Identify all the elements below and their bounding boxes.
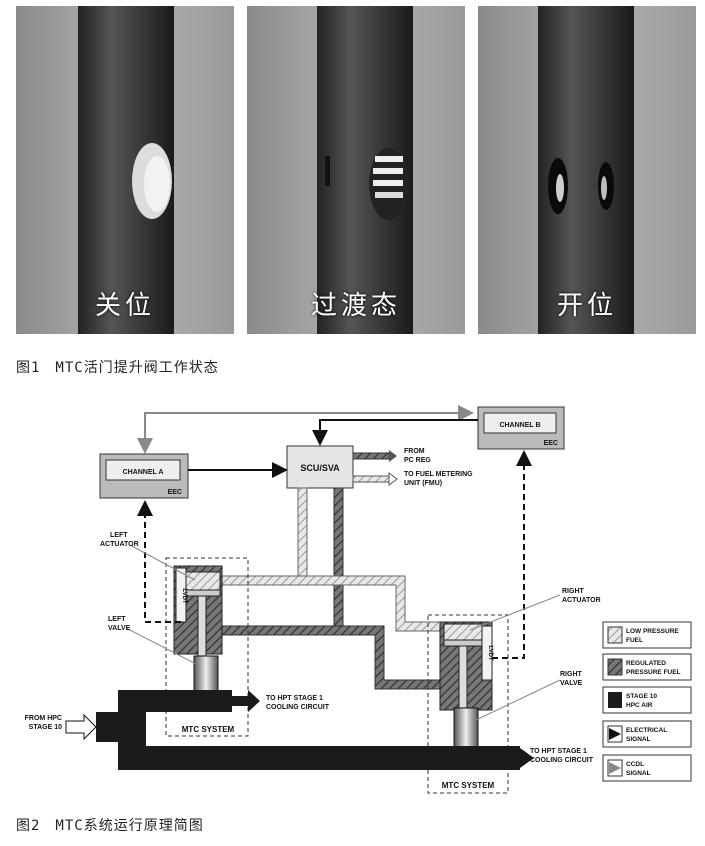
svg-text:SIGNAL: SIGNAL [626,770,651,777]
eec-a-label: EEC [168,489,182,496]
open-valve-image [478,6,696,334]
lvdt-left: LVDT [181,588,187,604]
lvdt-right: LVDT [487,645,493,661]
photo-open: 开位 [478,6,696,334]
photo-label-open: 开位 [556,291,617,321]
left-actuator-1: LEFT [110,532,128,539]
right-actuator-2: ACTUATOR [562,597,601,604]
svg-text:FUEL: FUEL [626,637,643,644]
from-hpc-1: FROM HPC [25,715,62,722]
figure-2-caption: 图2 MTC系统运行原理简图 [16,818,204,834]
svg-text:LOW PRESSURE: LOW PRESSURE [626,628,679,635]
to-hpt-right-2: COOLING CIRCUIT [530,757,594,764]
to-hpt-left-1: TO HPT STAGE 1 [266,695,323,702]
left-valve-2: VALVE [108,625,131,632]
to-hpt-right-1: TO HPT STAGE 1 [530,748,587,755]
eec-b-label: EEC [544,440,558,447]
photo-closed: 关位 [16,6,234,334]
to-fmu-2: UNIT (FMU) [404,480,442,487]
photo-label-transition: 过渡态 [310,291,401,321]
svg-text:HPC AIR: HPC AIR [626,702,653,709]
channel-b-eec: CHANNEL B EEC [477,406,565,450]
from-hpc-2: STAGE 10 [29,724,62,731]
svg-text:REGULATED: REGULATED [626,660,666,667]
legend-item-ccdl-signal: CCDL SIGNAL [602,754,692,782]
svg-text:SIGNAL: SIGNAL [626,736,651,743]
photo-label-closed: 关位 [94,291,155,321]
legend-item-regulated-pressure-fuel: REGULATED PRESSURE FUEL [602,653,692,681]
figure-1-caption: 图1 MTC活门提升阀工作状态 [16,360,219,376]
right-valve-1: RIGHT [560,671,583,678]
svg-text:ELECTRICAL: ELECTRICAL [626,727,667,734]
to-hpt-left-2: COOLING CIRCUIT [266,704,330,711]
scu-sva-box: SCU/SVA [286,445,354,489]
photo-transition: 过渡态 [247,6,465,334]
left-actuator-2: ACTUATOR [100,541,139,548]
legend-item-stage-10-hpc-air: STAGE 10 HPC AIR [602,686,692,714]
channel-a-label: CHANNEL A [123,469,164,476]
right-mtc-system-box [427,614,509,794]
channel-b-label: CHANNEL B [499,422,540,429]
legend-item-electrical-signal: ELECTRICAL SIGNAL [602,720,692,748]
left-valve-1: LEFT [108,616,126,623]
mtc-system-diagram: CHANNEL A EEC CHANNEL B EEC SCU/SVA FROM… [25,405,692,794]
legend: LOW PRESSURE FUEL REGULATED PRESSURE FUE… [602,621,692,782]
right-valve-2: VALVE [560,680,583,687]
from-pc-reg-2: PC REG [404,457,431,464]
right-actuator-1: RIGHT [562,588,585,595]
left-mtc-system-box [165,557,249,737]
svg-text:STAGE 10: STAGE 10 [626,693,657,700]
svg-text:PRESSURE FUEL: PRESSURE FUEL [626,669,681,676]
legend-item-low-pressure-fuel: LOW PRESSURE FUEL [602,621,692,649]
channel-a-eec: CHANNEL A EEC [99,453,189,499]
scu-label: SCU/SVA [300,463,340,473]
closed-valve-image [16,6,234,334]
to-fmu-1: TO FUEL METERING [404,471,473,478]
from-pc-reg-1: FROM [404,448,425,455]
mtc-right-label: MTC SYSTEM [442,781,495,790]
transition-valve-image [247,6,465,334]
svg-text:CCDL: CCDL [626,761,644,768]
mtc-left-label: MTC SYSTEM [182,725,235,734]
